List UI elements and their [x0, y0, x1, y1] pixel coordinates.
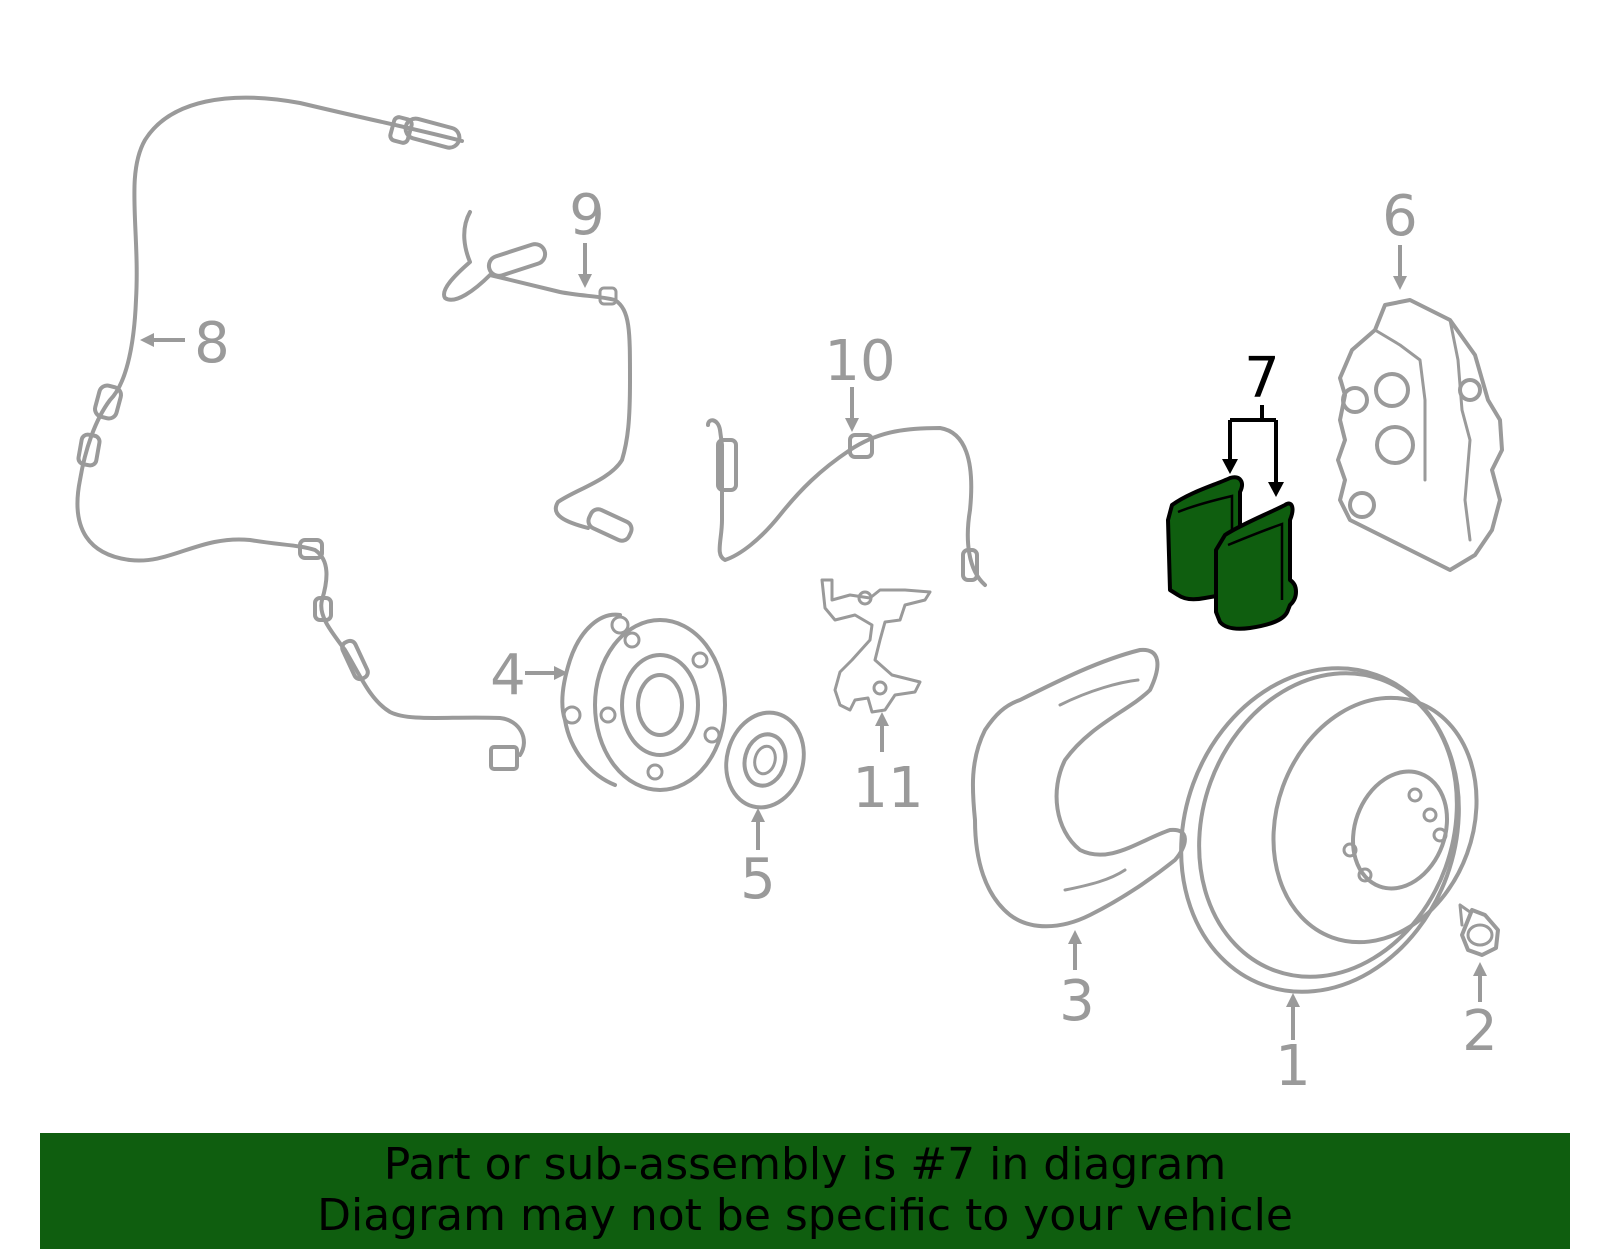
part-2-bolt — [1458, 903, 1500, 957]
svg-text:9: 9 — [569, 183, 605, 248]
part-11-bracket — [820, 578, 932, 714]
banner-line-2: Diagram may not be specific to your vehi… — [317, 1190, 1293, 1241]
svg-text:8: 8 — [194, 311, 230, 376]
svg-text:4: 4 — [490, 643, 526, 708]
callout-7[interactable]: 7 — [1222, 346, 1284, 497]
part-6-caliper — [1336, 298, 1504, 572]
part-5-seal-ring — [724, 710, 806, 810]
part-9-wear-sensor — [442, 210, 634, 543]
part-3-dust-shield — [970, 647, 1187, 929]
callout-1: 1 — [1275, 993, 1311, 1099]
part-8-wire-harness — [75, 95, 526, 771]
part-7-brake-pads[interactable] — [1166, 475, 1298, 631]
callout-3: 3 — [1059, 930, 1095, 1034]
part-1-brake-rotor — [1179, 666, 1479, 994]
svg-text:3: 3 — [1059, 969, 1095, 1034]
svg-text:1: 1 — [1275, 1034, 1311, 1099]
svg-text:5: 5 — [740, 847, 776, 912]
svg-text:10: 10 — [824, 329, 895, 394]
callout-5: 5 — [740, 808, 776, 912]
callout-9: 9 — [569, 183, 605, 288]
callout-4: 4 — [490, 643, 568, 708]
svg-text:2: 2 — [1462, 999, 1498, 1064]
callout-2: 2 — [1462, 962, 1498, 1064]
brake-pad-outer[interactable] — [1214, 501, 1298, 631]
svg-text:6: 6 — [1382, 184, 1418, 249]
callout-7-label: 7 — [1244, 346, 1280, 411]
part-10-brake-hose — [706, 418, 987, 587]
part-4-wheel-hub — [560, 612, 727, 792]
info-banner: Part or sub-assembly is #7 in diagram Di… — [40, 1133, 1570, 1249]
callout-8: 8 — [140, 311, 230, 376]
callout-6: 6 — [1382, 184, 1418, 290]
callout-11: 11 — [852, 712, 924, 821]
callout-10: 10 — [824, 329, 896, 432]
banner-line-1: Part or sub-assembly is #7 in diagram — [383, 1139, 1227, 1190]
svg-text:11: 11 — [852, 756, 923, 821]
